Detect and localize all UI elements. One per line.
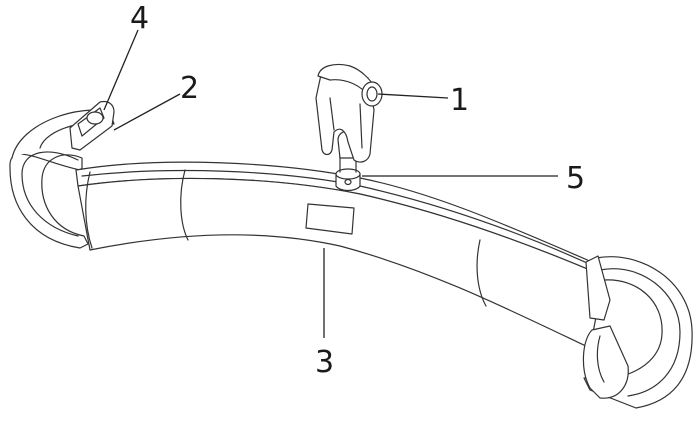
callout-labels: 1 2 3 4 5 [130,1,585,380]
leader-2 [113,93,181,131]
main-bar [75,161,605,349]
left-hook-pin [86,111,104,125]
callout-3: 3 [315,345,334,380]
clamp-top [317,63,377,97]
callout-2: 2 [180,71,199,106]
bar-label-plate [305,203,355,235]
leader-lines [103,29,558,338]
callout-5: 5 [566,161,585,196]
right-hook [582,255,693,409]
bar-front-face [77,177,605,349]
callout-1: 1 [450,83,469,118]
clamp-adapter [315,63,383,163]
left-hook-outer [9,153,89,249]
right-hook-inner [599,268,681,397]
left-hook-inner [21,151,79,237]
clamp-body [315,69,375,163]
right-hook-outer [583,256,693,409]
left-hook [9,100,115,249]
leader-4 [103,29,139,111]
leader-1 [377,93,449,99]
callout-4: 4 [130,1,149,36]
